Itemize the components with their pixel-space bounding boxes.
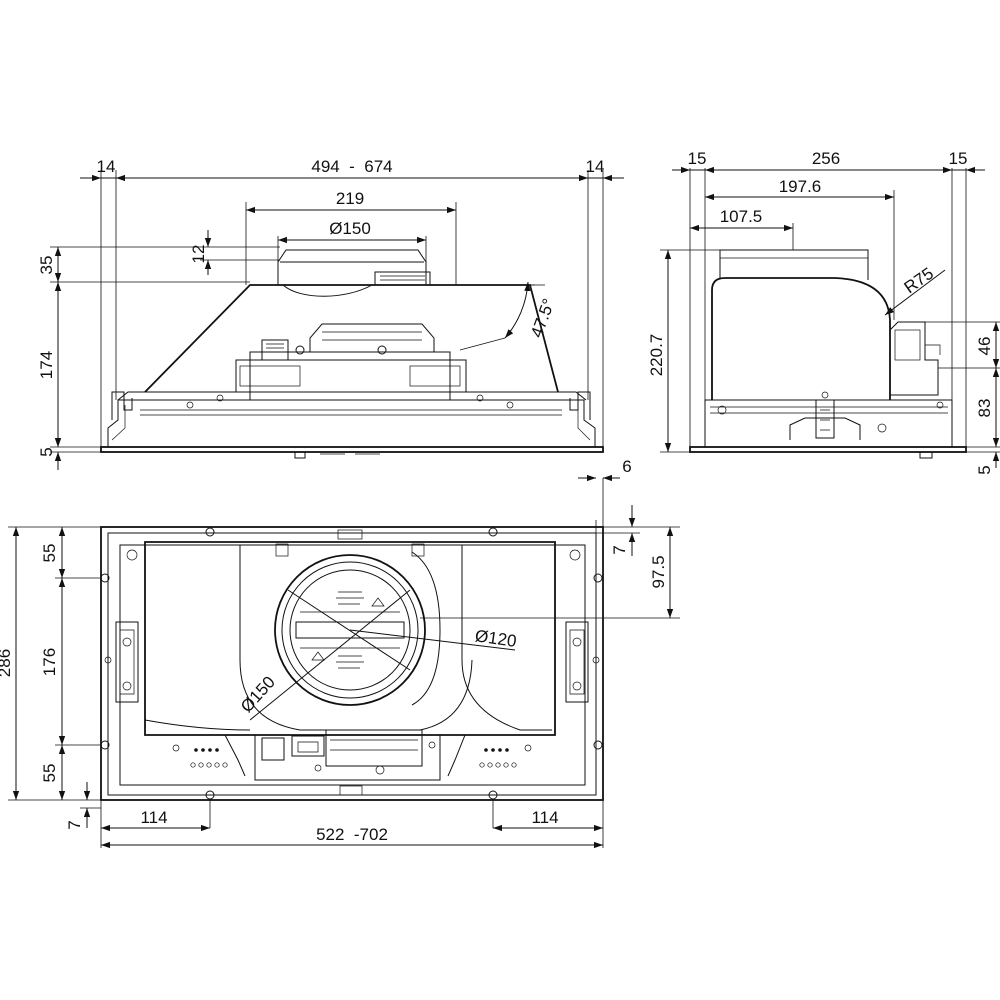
side-offset-197-label: 197.6 (779, 177, 822, 196)
side-total-height-label: 220.7 (647, 334, 666, 377)
front-side-left-label: 14 (97, 157, 116, 176)
top-right-gap-label: 6 (622, 457, 631, 476)
side-offset-107-label: 107.5 (720, 207, 763, 226)
side-view: 15 256 15 197.6 107.5 R75 220.7 46 83 5 (647, 149, 1000, 475)
side-depth-label: 256 (812, 149, 840, 168)
top-right-offset-label: 114 (531, 808, 558, 827)
front-angle-label: 47.5° (527, 296, 558, 340)
top-left-offset-label: 114 (140, 808, 167, 827)
side-base-height-label: 5 (975, 465, 994, 474)
top-outlet-offset-label: 97.5 (649, 555, 668, 588)
side-radius-label: R75 (901, 264, 937, 297)
top-view-body (100, 526, 604, 801)
front-top-height-label: 35 (37, 256, 56, 275)
top-top-margin-label: 55 (40, 544, 59, 563)
top-overall-width-label: 522 -702 (316, 825, 388, 844)
side-view-dimensions (660, 166, 1000, 468)
top-middle-label: 176 (40, 648, 59, 676)
front-base-height-label: 5 (37, 447, 56, 456)
front-view-dimensions (50, 170, 624, 470)
outlet-outer-circle (274, 554, 426, 706)
top-bottom-margin-label: 55 (40, 764, 59, 783)
top-edge-gap-label: 7 (610, 545, 629, 554)
front-body-height-label: 174 (37, 351, 56, 379)
side-left-margin-label: 15 (688, 149, 707, 168)
side-right-margin-label: 15 (949, 149, 968, 168)
front-side-right-label: 14 (586, 157, 605, 176)
front-view-body (100, 249, 604, 459)
front-outlet-width-label: 219 (336, 189, 364, 208)
top-large-diameter-label: Ø150 (237, 673, 279, 717)
top-small-diameter-label: Ø120 (474, 626, 518, 651)
front-view: 494 - 674 14 14 219 Ø150 12 35 174 5 47.… (37, 157, 624, 470)
side-upper-height-label: 46 (975, 337, 994, 356)
side-lower-height-label: 83 (975, 399, 994, 418)
top-view-dimensions (8, 474, 680, 849)
front-width-label: 494 - 674 (311, 157, 392, 176)
front-outlet-diameter-label: Ø150 (329, 219, 371, 238)
top-view: 6 7 97.5 286 55 176 55 7 114 114 522 -70… (0, 457, 680, 849)
front-collar-label: 12 (189, 245, 208, 264)
top-overall-depth-label: 286 (0, 649, 14, 677)
top-bottom-gap-label: 7 (65, 820, 84, 829)
